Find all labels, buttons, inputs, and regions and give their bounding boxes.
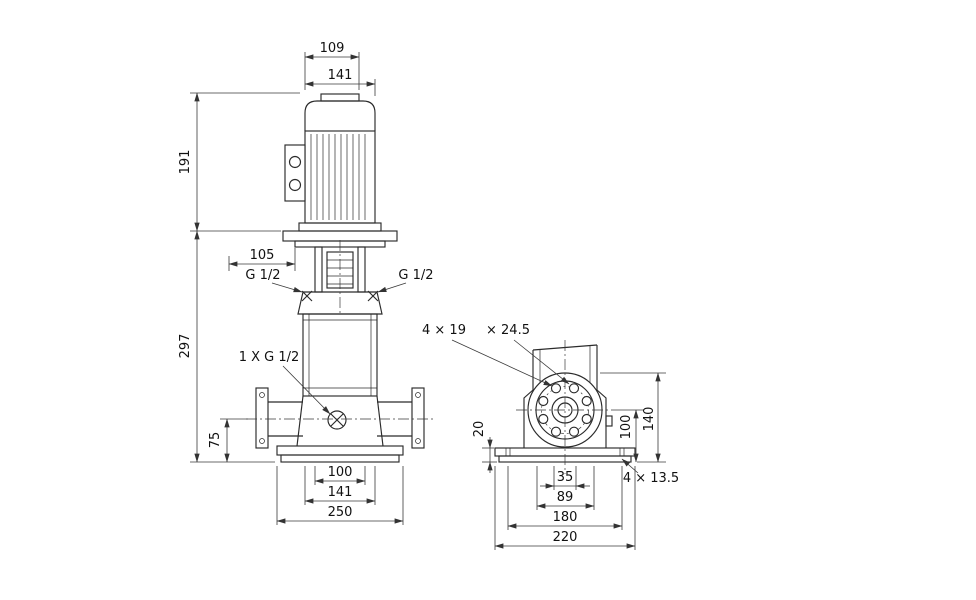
drain-label: 1 X G 1/2	[239, 350, 300, 365]
base-holes-label: 4 × 13.5	[623, 471, 679, 486]
dimension-89: 89	[536, 466, 595, 510]
flange-holes-label: 4 × 19	[422, 323, 466, 338]
dim-109-label: 109	[320, 41, 345, 56]
flange-holes-callout: 4 × 19	[422, 323, 553, 387]
dim-20-label: 20	[472, 421, 487, 438]
port-label-right: G 1/2	[377, 268, 434, 293]
dimension-75: 75	[208, 418, 248, 463]
counterbore-label: × 24.5	[486, 323, 530, 338]
dimension-20: 20	[472, 421, 497, 473]
port-plug-left	[301, 290, 313, 302]
dimension-base-100: 100	[314, 465, 366, 485]
dimension-pump-height-297: 297	[178, 230, 275, 463]
dimension-220: 220	[494, 466, 636, 550]
dim-89-label: 89	[557, 490, 574, 505]
port-label-left: G 1/2	[245, 268, 303, 293]
pump-body	[302, 313, 378, 397]
dim-side-100-label: 100	[619, 415, 634, 440]
dimension-motor-height-191: 191	[178, 92, 300, 232]
dim-35-label: 35	[557, 470, 574, 485]
dimension-motor-109: 109	[304, 41, 360, 90]
dimension-base-141: 141	[304, 466, 376, 505]
base-mounting-slots	[505, 448, 625, 456]
base-holes-callout: 4 × 13.5	[621, 458, 679, 486]
dimension-side-140: 140	[600, 372, 666, 463]
port-plug-right	[367, 290, 379, 302]
dim-side-140-label: 140	[642, 407, 657, 432]
dim-297-label: 297	[178, 334, 193, 359]
pump-base	[276, 395, 404, 463]
dim-141-top-label: 141	[328, 68, 353, 83]
drain-port-callout: 1 X G 1/2	[239, 350, 331, 415]
motor	[298, 93, 382, 232]
counterbore-callout: × 24.5	[486, 323, 570, 385]
drain-plug	[327, 410, 347, 430]
flange-face	[527, 372, 603, 448]
dimension-motor-141: 141	[304, 68, 376, 96]
dimension-side-100: 100	[612, 409, 644, 463]
dim-180-label: 180	[553, 510, 578, 525]
port-right-label: G 1/2	[398, 268, 433, 283]
dim-75-label: 75	[208, 432, 223, 449]
dim-105-label: 105	[250, 248, 275, 263]
dimension-105: 105	[228, 248, 296, 271]
side-view: 4 × 19 × 24.5 20 100 140 4 × 13.	[422, 323, 679, 550]
dim-250-label: 250	[328, 505, 353, 520]
dim-191-label: 191	[178, 150, 193, 175]
front-view: 109 141 191 297 105 G 1/2	[178, 41, 434, 525]
port-left-label: G 1/2	[245, 268, 280, 283]
dim-100-bottom-label: 100	[328, 465, 353, 480]
dimension-180: 180	[507, 466, 623, 530]
discharge-flange	[377, 387, 425, 449]
suction-flange	[255, 387, 303, 449]
dimension-35: 35	[540, 466, 590, 490]
dim-141-bottom-label: 141	[328, 485, 353, 500]
motor-fins	[310, 134, 366, 220]
terminal-box	[284, 144, 306, 202]
dim-220-label: 220	[553, 530, 578, 545]
dimension-base-250: 250	[276, 466, 404, 525]
